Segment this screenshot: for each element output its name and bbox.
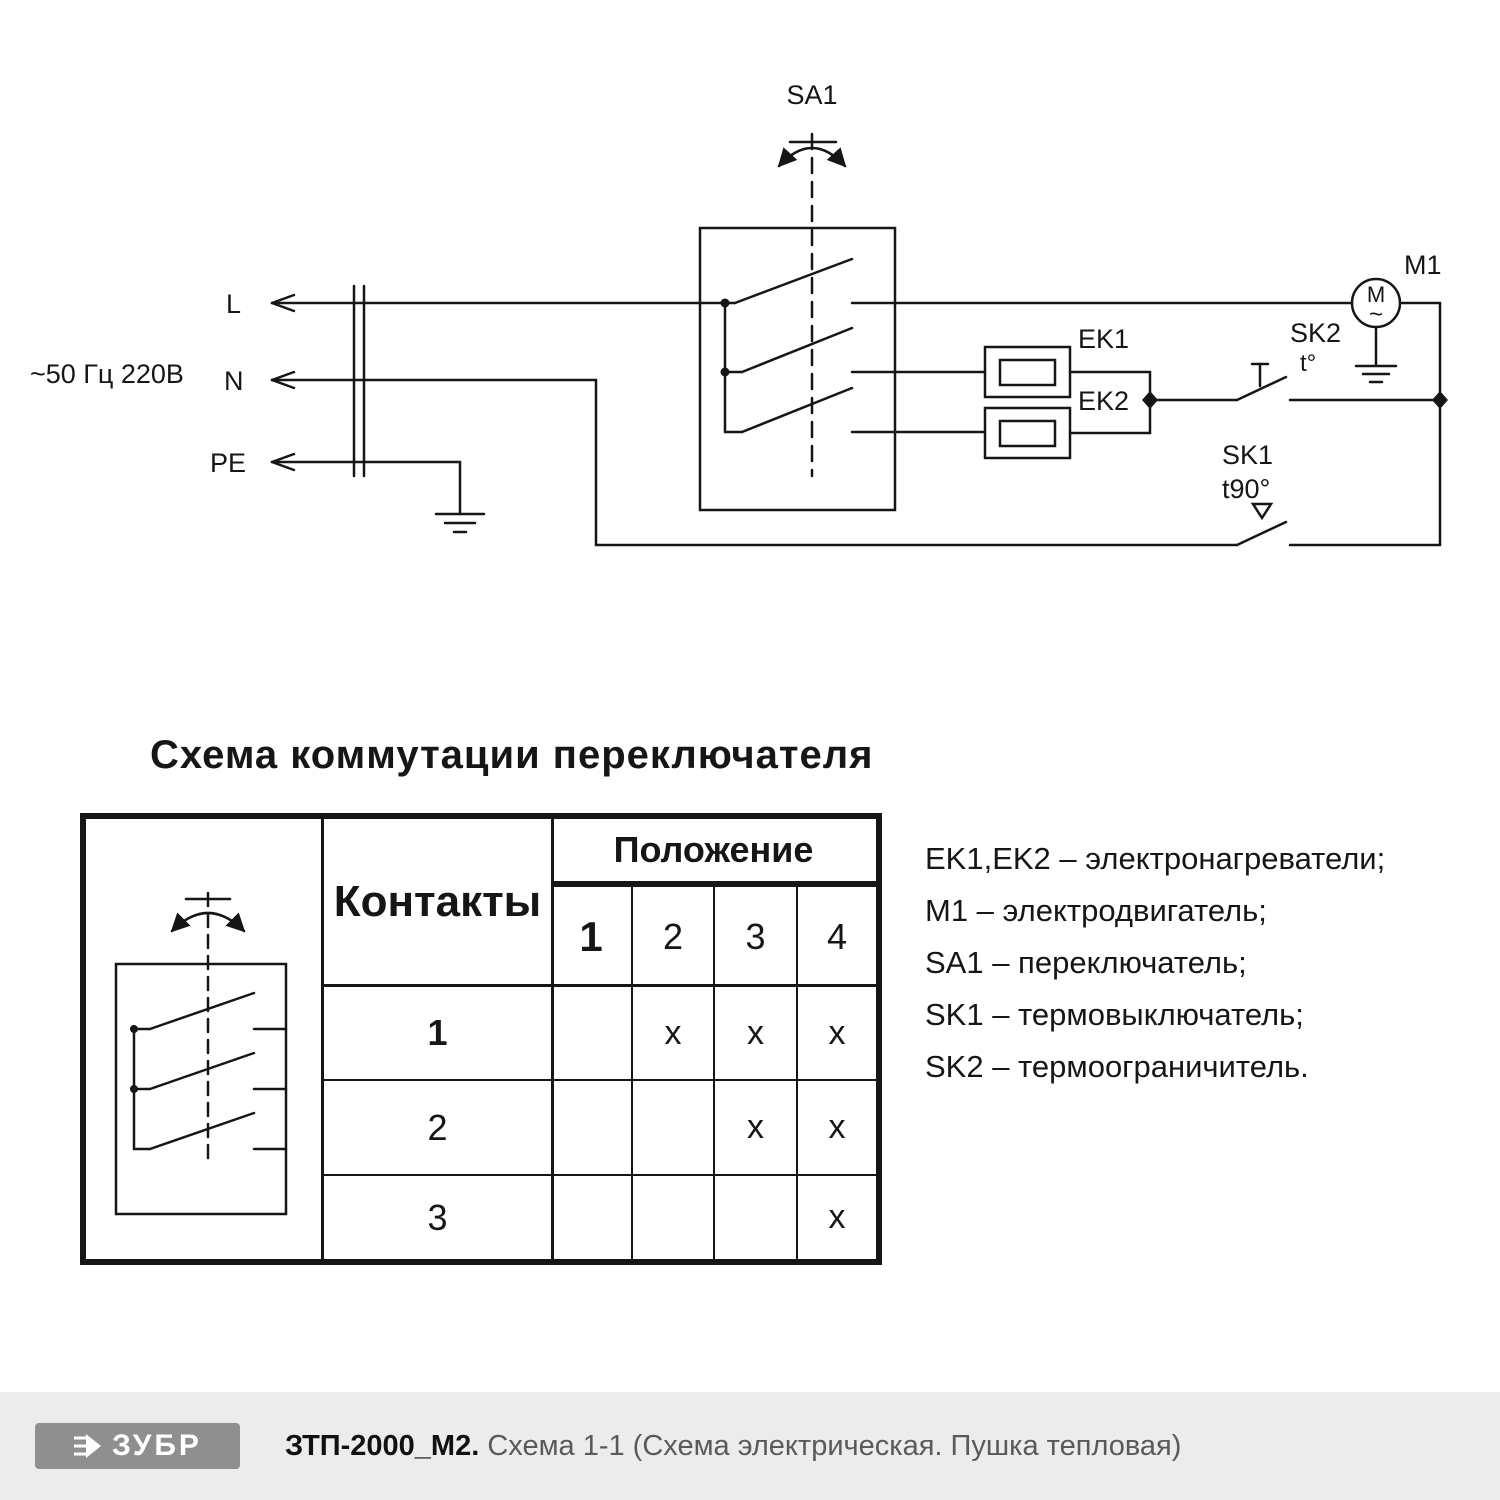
motor-letter: M <box>1367 282 1385 307</box>
sa1-switch-box <box>698 226 897 512</box>
grid-line <box>321 819 324 1259</box>
ek2-label: EK2 <box>1078 386 1129 416</box>
thermal-switch-sk1-icon <box>1235 502 1442 547</box>
grid-line <box>551 881 876 887</box>
motor-m1-icon <box>1350 277 1442 384</box>
legend-item-sk2: SK2 – термоограничитель. <box>925 1049 1309 1084</box>
heater-ek1-icon <box>983 345 1072 399</box>
power-label: ~50 Гц 220В <box>30 359 184 389</box>
schema-subtitle: Схема 1-1 (Схема электрическая. Пушка те… <box>487 1429 1182 1462</box>
position-header: Положение <box>613 829 814 870</box>
mark-r2c2 <box>633 1081 713 1174</box>
contacts-header: Контакты <box>333 876 542 926</box>
footer-bar: ЗУБР ЗТП-2000_М2. Схема 1-1 (Схема элект… <box>0 1392 1500 1500</box>
mark-r3c3 <box>715 1176 796 1259</box>
line-label-pe: PE <box>210 448 246 478</box>
output-wires <box>850 301 1354 434</box>
model-label: ЗТП-2000_М2. <box>285 1429 480 1462</box>
m1-label: M1 <box>1404 250 1442 280</box>
sk2-label: SK2 <box>1290 318 1341 348</box>
position-col-4: 4 <box>826 915 848 957</box>
mark-r2c4: x <box>828 1108 846 1146</box>
mark-r1c4: x <box>828 1013 846 1052</box>
grid-line <box>321 1174 876 1176</box>
mark-r3c1 <box>551 1176 631 1259</box>
grid-line <box>796 881 798 1259</box>
grid-line <box>321 1079 876 1081</box>
position-col-2: 2 <box>662 915 684 957</box>
plug-connector-icon <box>352 284 366 478</box>
position-col-3: 3 <box>745 915 766 957</box>
junction-dot <box>720 298 730 308</box>
supply-lines <box>270 293 737 472</box>
junction-dot <box>720 367 730 377</box>
circuit-legend: EK1,EK2 – электронагреватели; M1 – элект… <box>925 833 1385 1093</box>
switch-table: Контакты Положение 1 2 3 4 1 2 3 x x x x… <box>80 813 882 1265</box>
legend-item-sk1: SK1 – термовыключатель; <box>925 997 1304 1032</box>
brand-logo: ЗУБР <box>35 1423 240 1469</box>
sk1-temp-label: t90° <box>1222 474 1270 504</box>
heater-ek2-icon <box>983 406 1072 460</box>
sk1-label: SK1 <box>1222 440 1273 470</box>
legend-item-ek: EK1,EK2 – электронагреватели; <box>925 841 1386 876</box>
contact-row-label-1: 1 <box>427 1012 448 1053</box>
grid-line <box>631 881 633 1259</box>
mark-r2c1 <box>551 1081 631 1174</box>
brand-name: ЗУБР <box>112 1429 202 1462</box>
motor-ac-symbol: ~ <box>1369 301 1383 328</box>
sa1-label: SA1 <box>786 80 837 110</box>
ek1-label: EK1 <box>1078 324 1129 354</box>
thermal-limiter-sk2-icon <box>1148 362 1435 402</box>
mark-r1c2: x <box>664 1013 682 1052</box>
pe-ground-icon <box>434 460 486 534</box>
mark-r1c3: x <box>747 1013 764 1052</box>
sa1-contacts <box>723 257 854 434</box>
table-title: Схема коммутации переключателя <box>150 733 874 777</box>
grid-line <box>713 881 715 1259</box>
mark-r2c3: x <box>747 1108 764 1146</box>
contact-row-label-3: 3 <box>427 1196 448 1238</box>
position-col-1: 1 <box>579 912 603 960</box>
grid-line <box>321 984 876 987</box>
brand-arrow-icon <box>74 1434 102 1458</box>
grid-line <box>551 819 554 1259</box>
neutral-return-rail <box>594 378 1239 547</box>
footer-caption: ЗТП-2000_М2. Схема 1-1 (Схема электричес… <box>285 1430 1181 1463</box>
legend-item-m1: M1 – электродвигатель; <box>925 893 1267 928</box>
mark-r3c2 <box>633 1176 713 1259</box>
circuit-diagram: ~50 Гц 220В L N PE SA1 EK1 EK2 M1 M ~ SK… <box>30 80 1448 547</box>
line-label-n: N <box>224 366 244 396</box>
mark-r1c1 <box>551 987 631 1079</box>
mark-r3c4: x <box>828 1198 846 1236</box>
rotary-switch-icon <box>114 891 288 1216</box>
legend-item-sa1: SA1 – переключатель; <box>925 945 1247 980</box>
sk2-temp-label: t° <box>1300 350 1316 377</box>
contact-row-label-2: 2 <box>427 1106 448 1148</box>
line-label-l: L <box>226 289 241 319</box>
